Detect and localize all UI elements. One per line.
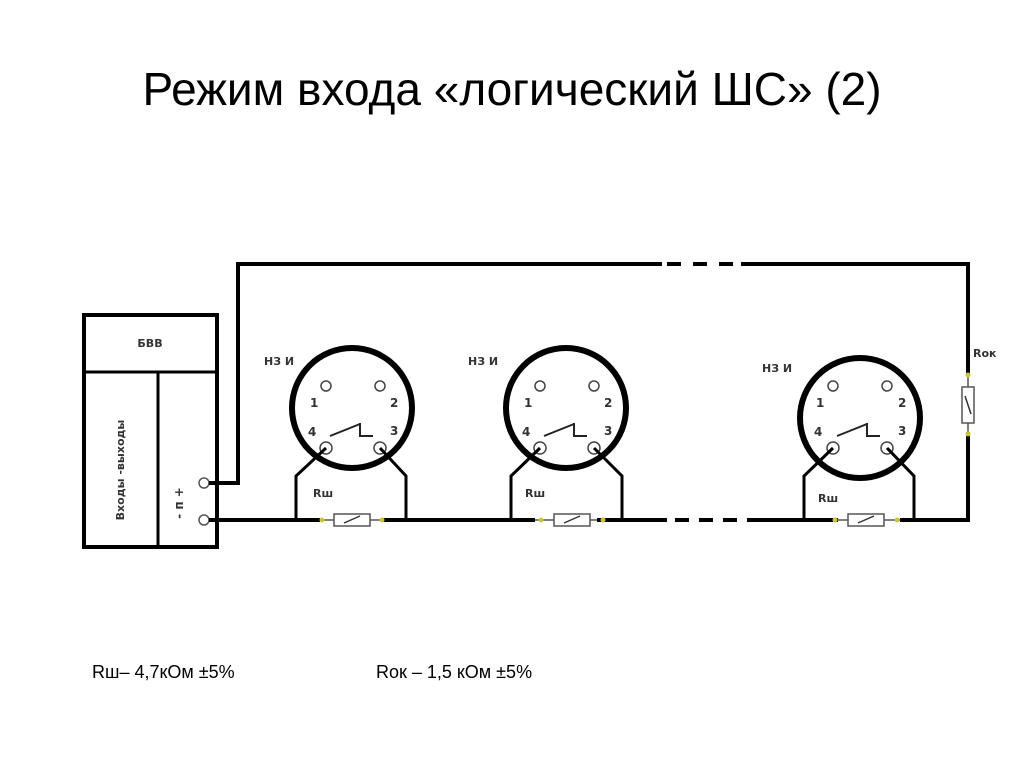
panel-terminals-label: - п + [172,487,186,519]
pin-2-label: 2 [390,396,398,410]
legend-rsh: Rш– 4,7кОм ±5% [92,662,235,682]
resistor-rok: Rок [961,347,997,437]
detector-2-label: НЗ И [468,355,498,368]
detector-3: НЗ И 1 2 3 4 Rш [762,355,923,527]
terminal-minus [198,514,210,526]
detector-3-label: НЗ И [762,362,792,375]
terminal-plus [198,477,210,489]
detector-1-label: НЗ И [264,355,294,368]
detector-1-resistor-label: Rш [313,487,333,500]
pin-2-label: 2 [898,396,906,410]
pin-4-label: 4 [814,425,822,439]
pin-4-label: 4 [522,425,530,439]
panel-side-label: Входы -выходы [114,420,127,521]
resistor-rsh-3 [832,513,900,527]
pin-4-label: 4 [308,425,316,439]
panel-top-label: БВВ [137,337,162,350]
switch-contact [543,423,587,437]
pin-2-label: 2 [604,396,612,410]
detector-1: НЗ И 1 2 3 4 Rш [264,345,415,527]
switch-contact [329,423,373,437]
end-resistor-label: Rок [973,347,997,360]
detector-2-resistor-label: Rш [525,487,545,500]
detector-2: НЗ И 1 2 3 4 Rш [468,345,629,527]
resistor-rsh-2 [535,513,606,527]
pin-3-label: 3 [604,424,612,438]
pin-1-label: 1 [310,396,318,410]
loop-wires [209,262,970,522]
pin-3-label: 3 [390,424,398,438]
resistor-rsh-1 [319,513,385,527]
legend-rok: Rок – 1,5 кОм ±5% [376,662,533,682]
detector-3-resistor-label: Rш [818,492,838,505]
pin-1-label: 1 [524,396,532,410]
pin-3-label: 3 [898,424,906,438]
pin-1-label: 1 [816,396,824,410]
page-title: Режим входа «логический ШС» (2) [142,63,882,115]
switch-contact [836,423,880,437]
panel-bvv: БВВ Входы -выходы - п + [82,313,219,549]
